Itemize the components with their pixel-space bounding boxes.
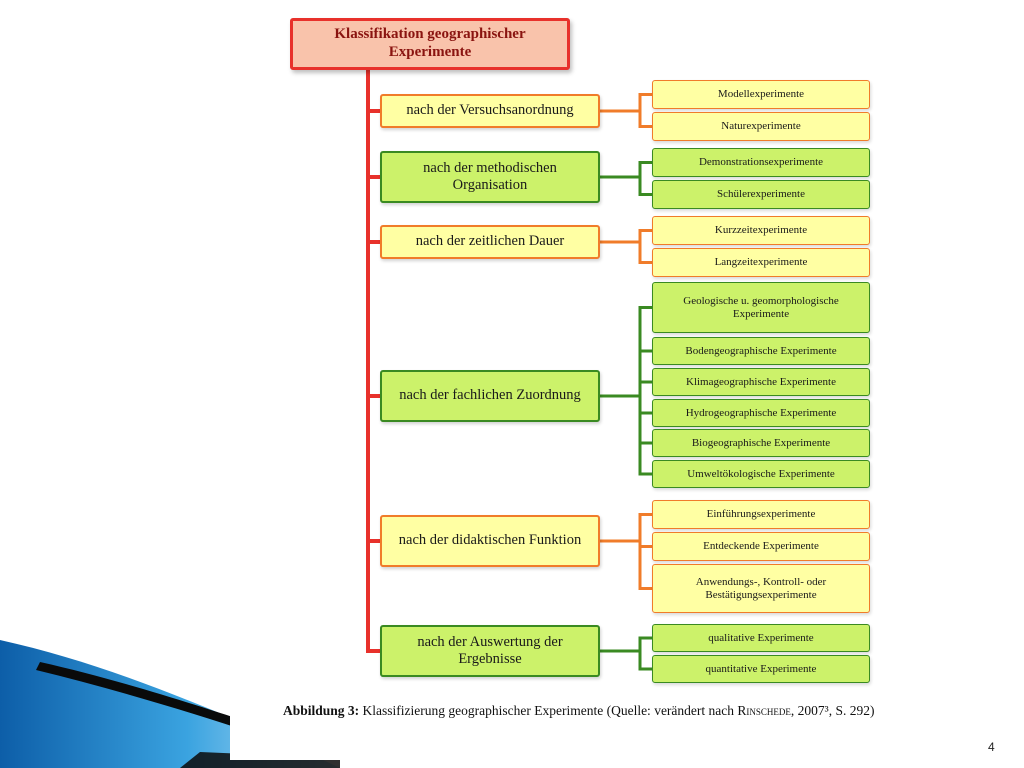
leaf-node-label: Umweltökologische Experimente <box>687 467 835 480</box>
category-node-label: nach der Versuchsanordnung <box>406 102 574 119</box>
leaf-node: Umweltökologische Experimente <box>652 460 870 488</box>
page-number: 4 <box>988 740 995 754</box>
leaf-node: Kurzzeitexperimente <box>652 216 870 245</box>
category-node-label: nach der fachlichen Zuordnung <box>399 387 581 404</box>
category-node: nach der Versuchsanordnung <box>380 94 600 128</box>
leaf-node: Modellexperimente <box>652 80 870 109</box>
leaf-node: Schülerexperimente <box>652 180 870 209</box>
category-node-label: nach der methodischen Organisation <box>423 159 557 193</box>
leaf-node: qualitative Experimente <box>652 624 870 652</box>
leaf-node-label: Modellexperimente <box>717 88 805 101</box>
caption-text-after: , 2007³, S. 292) <box>790 703 875 718</box>
leaf-node-label: Entdeckende Experimente <box>703 540 819 553</box>
leaf-node-label: Hydrogeographische Experimente <box>685 406 837 419</box>
leaf-node: Hydrogeographische Experimente <box>652 399 870 427</box>
caption-text-before: Klassifizierung geographischer Experimen… <box>359 703 738 718</box>
leaf-node: Geologische u. geomorphologische Experim… <box>652 282 870 333</box>
leaf-node: Klimageographische Experimente <box>652 368 870 396</box>
leaf-node-label: Anwendungs-, Kontroll- oder Bestätigungs… <box>695 575 827 601</box>
tree-connectors <box>366 68 654 671</box>
category-node-label: nach der Auswertung der Ergebnisse <box>417 633 563 667</box>
leaf-node-label: Klimageographische Experimente <box>686 375 836 388</box>
leaf-node-label: Einführungsexperimente <box>706 508 816 521</box>
leaf-node: Einführungsexperimente <box>652 500 870 529</box>
leaf-node: Anwendungs-, Kontroll- oder Bestätigungs… <box>652 564 870 613</box>
figure-caption: Abbildung 3: Klassifizierung geographisc… <box>283 700 888 722</box>
category-node-label: nach der didaktischen Funktion <box>398 532 582 549</box>
classification-figure: Klassifikation geographischer Experiment… <box>230 8 900 760</box>
leaf-node-label: Langzeitexperimente <box>714 256 808 269</box>
leaf-node-label: quantitative Experimente <box>705 662 817 675</box>
category-node: nach der fachlichen Zuordnung <box>380 370 600 422</box>
category-node: nach der methodischen Organisation <box>380 151 600 203</box>
leaf-node-label: qualitative Experimente <box>708 631 814 644</box>
category-node: nach der zeitlichen Dauer <box>380 225 600 259</box>
category-node: nach der didaktischen Funktion <box>380 515 600 567</box>
leaf-node: Biogeographische Experimente <box>652 429 870 457</box>
leaf-node: Demonstrationsexperimente <box>652 148 870 177</box>
category-node-label: nach der zeitlichen Dauer <box>415 233 565 250</box>
root-node-label: Klassifikation geographischer Experiment… <box>334 26 526 60</box>
leaf-node-label: Demonstrationsexperimente <box>698 156 824 169</box>
category-node: nach der Auswertung der Ergebnisse <box>380 625 600 677</box>
leaf-node: Entdeckende Experimente <box>652 532 870 561</box>
leaf-node: quantitative Experimente <box>652 655 870 683</box>
leaf-node-label: Schülerexperimente <box>717 188 805 201</box>
root-node: Klassifikation geographischer Experiment… <box>290 18 570 70</box>
leaf-node: Bodengeographische Experimente <box>652 337 870 365</box>
caption-label: Abbildung 3: <box>283 703 360 718</box>
leaf-node: Langzeitexperimente <box>652 248 870 277</box>
leaf-node-label: Naturexperimente <box>721 120 801 133</box>
leaf-node: Naturexperimente <box>652 112 870 141</box>
leaf-node-label: Kurzzeitexperimente <box>714 224 808 237</box>
caption-author: Rinschede <box>737 703 791 718</box>
leaf-node-label: Biogeographische Experimente <box>691 436 831 449</box>
leaf-node-label: Bodengeographische Experimente <box>685 344 837 357</box>
leaf-node-label: Geologische u. geomorphologische Experim… <box>683 294 839 320</box>
